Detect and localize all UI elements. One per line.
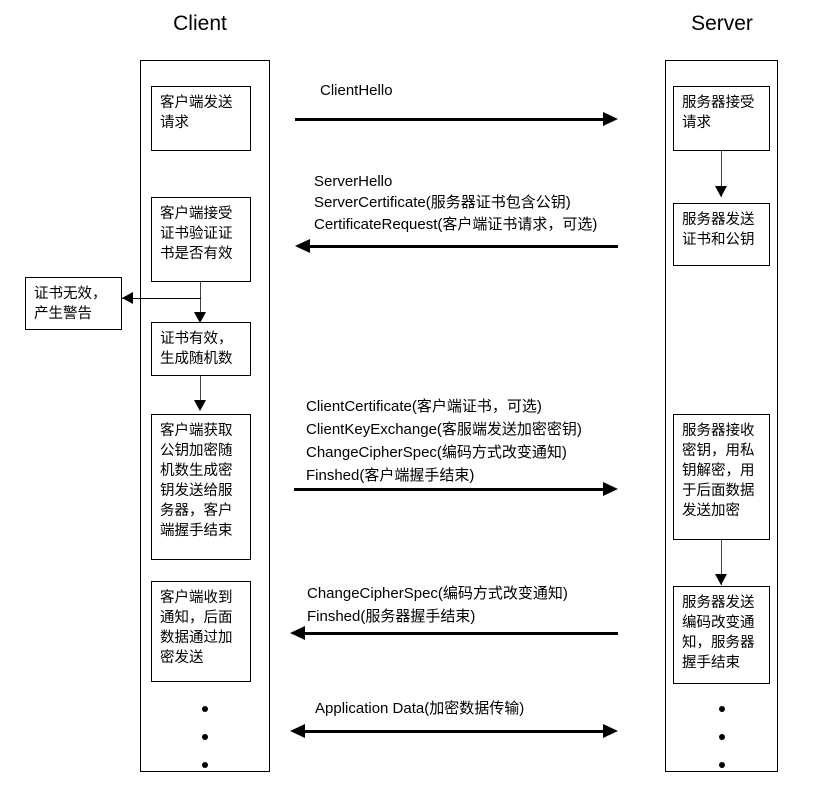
message-arrowhead-left-msg-server-hello [295,239,310,253]
server-node-server-send-changecipher: 服务器发送编码改变通知，服务器握手结束 [673,586,770,684]
message-label-msg-server-finished-line-1: Finshed(服务器握手结束) [307,608,476,625]
message-arrow-msg-server-finished [305,632,618,635]
client-node-client-cert-valid: 证书有效，生成随机数 [151,322,251,376]
message-label-msg-client-key-exchange-line-1: ClientKeyExchange(客服端发送加密密钥) [306,421,582,438]
message-label-msg-client-hello: ClientHello [320,82,393,99]
message-label-msg-server-hello-line-0: ServerHello [314,173,393,190]
connector-recvkey-to-changecipher [721,540,722,585]
connector-verify-to-alert [122,298,201,299]
connector-valid-to-keygen [200,376,201,408]
message-arrow-msg-client-hello [295,118,603,121]
server-lane-title: Server [691,12,753,35]
dot-1 [719,706,725,712]
dot-3 [719,762,725,768]
client-continuation-dots [195,706,215,768]
client-node-client-verify-cert: 客户端接受证书验证证书是否有效 [151,197,251,282]
message-label-msg-client-key-exchange-line-0: ClientCertificate(客户端证书，可选) [306,398,542,415]
message-arrowhead-left-msg-server-finished [290,626,305,640]
connector-verify-to-valid [200,282,201,318]
message-label-msg-application-data: Application Data(加密数据传输) [315,700,525,717]
cert-invalid-alert-box: 证书无效，产生警告 [25,277,122,330]
message-arrow-msg-application-data [305,730,603,733]
message-label-msg-client-key-exchange-line-2: ChangeCipherSpec(编码方式改变通知) [306,444,567,461]
connector-valid-to-keygen-arrowhead [194,400,206,411]
server-node-server-recv-key: 服务器接收密钥，用私钥解密，用于后面数据发送加密 [673,414,770,540]
message-arrowhead-right-msg-application-data [603,724,618,738]
dot-1 [202,706,208,712]
client-node-client-keygen-send: 客户端获取公钥加密随机数生成密钥发送给服务器，客户端握手结束 [151,414,251,560]
message-arrow-msg-client-key-exchange [294,488,603,491]
message-arrowhead-right-msg-client-key-exchange [603,482,618,496]
message-arrowhead-left-msg-application-data [290,724,305,738]
connector-accept-to-sendcert [721,151,722,197]
message-arrow-msg-server-hello [310,245,618,248]
client-node-client-recv-notice: 客户端收到通知，后面数据通过加密发送 [151,581,251,682]
dot-2 [202,734,208,740]
message-arrowhead-right-msg-client-hello [603,112,618,126]
message-label-msg-server-hello-line-1: ServerCertificate(服务器证书包含公钥) [314,194,571,211]
server-continuation-dots [712,706,732,768]
client-lane-title: Client [173,12,227,35]
server-node-server-send-cert: 服务器发送证书和公钥 [673,203,770,266]
connector-accept-to-sendcert-arrowhead [715,186,727,197]
message-label-msg-client-key-exchange-line-3: Finshed(客户端握手结束) [306,467,475,484]
server-node-server-accept-request: 服务器接受请求 [673,86,770,151]
connector-verify-to-alert-arrowhead [122,292,133,304]
message-label-msg-server-finished-line-0: ChangeCipherSpec(编码方式改变通知) [307,585,568,602]
dot-3 [202,762,208,768]
connector-recvkey-to-changecipher-arrowhead [715,574,727,585]
connector-verify-to-valid-arrowhead [194,312,206,323]
client-node-client-request: 客户端发送请求 [151,86,251,151]
message-label-msg-server-hello-line-2: CertificateRequest(客户端证书请求，可选) [314,216,598,233]
dot-2 [719,734,725,740]
